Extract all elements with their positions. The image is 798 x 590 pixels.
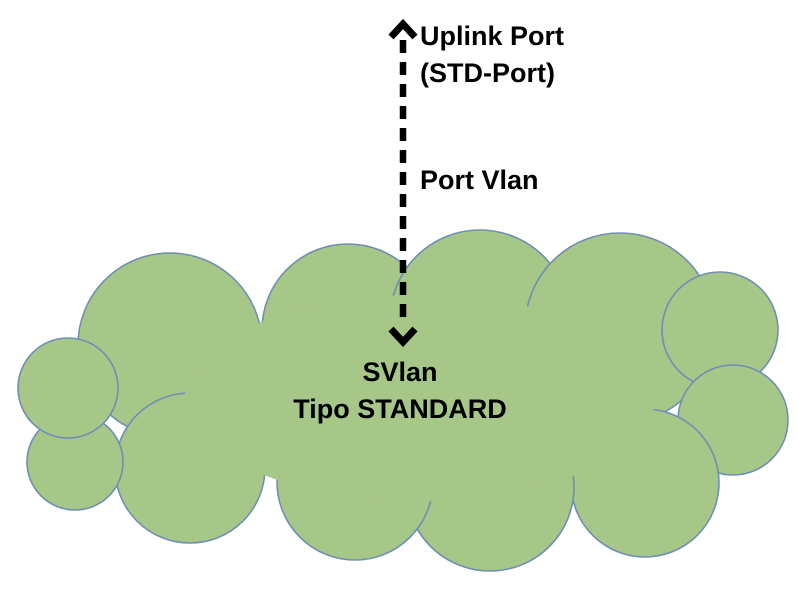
std-port-label: (STD-Port) xyxy=(420,58,555,88)
svlan-type-label: Tipo STANDARD xyxy=(293,394,507,424)
cloud-body xyxy=(185,295,655,501)
port-vlan-connector xyxy=(388,18,418,348)
arrow-head-down-icon xyxy=(388,326,418,348)
arrow-head-up-icon xyxy=(388,18,418,40)
cloud-bump xyxy=(17,337,119,439)
port-vlan-label: Port Vlan xyxy=(420,165,539,195)
uplink-port-label-line1: Uplink Port xyxy=(420,21,565,51)
uplink-port-label: Uplink Port (STD-Port) xyxy=(420,18,564,92)
svlan-cloud-shape xyxy=(17,229,789,572)
svlan-label: SVlan xyxy=(362,357,438,387)
svlan-cloud-label: SVlan Tipo STANDARD xyxy=(160,354,640,428)
